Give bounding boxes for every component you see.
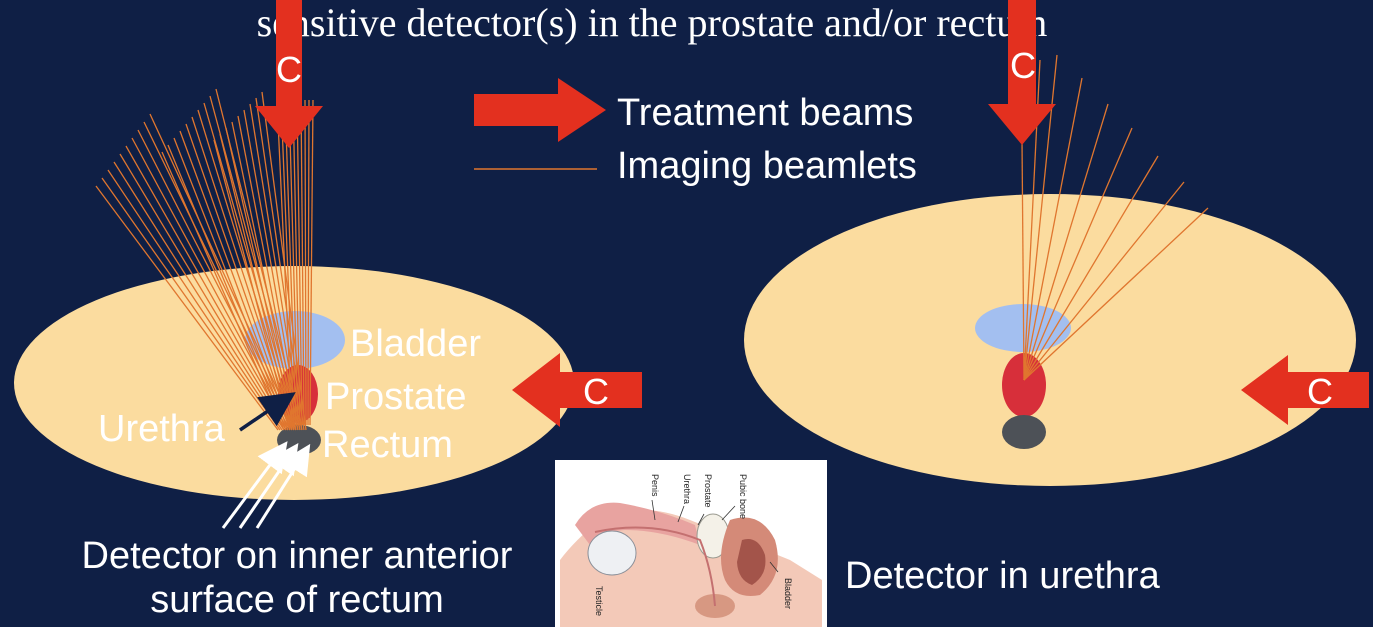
inset-label-urethra: Urethra [682,474,692,504]
inset-label-testicle: Testicle [594,586,604,616]
right-rectum [1002,415,1046,449]
label-bladder: Bladder [350,323,481,365]
label-urethra: Urethra [98,408,226,450]
legend: Treatment beams Imaging beamlets [474,78,917,187]
legend-imaging-label: Imaging beamlets [617,145,917,187]
left-caption-line2: surface of rectum [150,579,444,621]
inset-testicle [588,531,636,575]
treatment-beam-arrow [474,78,606,142]
slide-title: sensitive detector(s) in the prostate an… [257,0,1048,45]
right-panel: C C Detector in urethra [744,0,1369,597]
inset-label-bladder: Bladder [783,578,793,609]
inset-label-penis: Penis [650,474,660,497]
anatomy-inset: Penis Urethra Prostate Pubic bone Bladde… [555,460,827,627]
left-beam-label-top: C [276,49,302,90]
label-prostate: Prostate [325,376,467,418]
left-panel: C C Bladder Prostate Rectum Urethra Dete… [14,0,642,621]
inset-label-prostate: Prostate [703,474,713,508]
right-beam-label-side: C [1307,371,1333,412]
right-caption: Detector in urethra [845,555,1161,597]
right-beam-label-top: C [1010,45,1036,86]
left-caption-line1: Detector on inner anterior [82,535,513,577]
label-rectum: Rectum [322,424,453,466]
left-beam-label-side: C [583,371,609,412]
inset-label-pubic-bone: Pubic bone [738,474,748,519]
legend-treatment-label: Treatment beams [617,92,913,134]
